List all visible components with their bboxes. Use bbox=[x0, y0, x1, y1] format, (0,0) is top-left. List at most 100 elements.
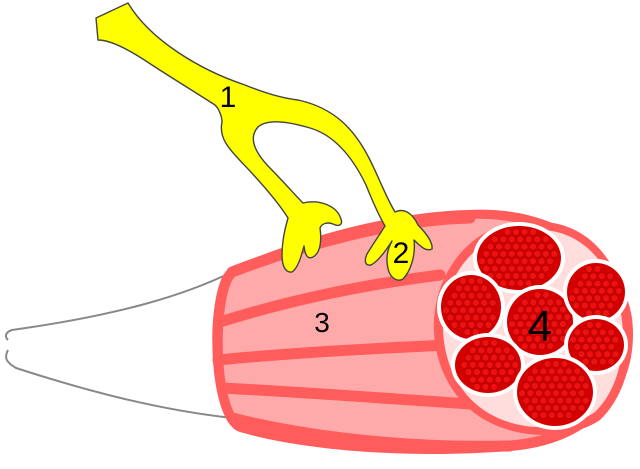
muscle-fiber bbox=[520, 272, 529, 280]
muscle-fiber bbox=[499, 235, 508, 244]
muscle-fiber bbox=[598, 343, 607, 351]
muscle-fiber bbox=[507, 235, 516, 244]
muscle-fiber bbox=[459, 277, 467, 285]
muscle-fiber bbox=[473, 353, 481, 362]
muscle-fiber bbox=[502, 361, 511, 369]
muscle-fiber bbox=[525, 320, 533, 329]
muscle-fiber bbox=[494, 375, 503, 384]
muscle-fiber bbox=[520, 298, 529, 307]
muscle-fiber bbox=[537, 298, 546, 307]
muscle-fiber bbox=[512, 313, 521, 321]
muscle-fiber bbox=[468, 375, 477, 384]
muscle-fiber bbox=[590, 357, 599, 366]
muscle-fiber bbox=[495, 272, 503, 280]
label-2: 2 bbox=[393, 237, 410, 270]
muscle-fiber bbox=[495, 257, 503, 266]
muscle-fiber bbox=[520, 228, 529, 236]
label-3: 3 bbox=[314, 307, 330, 338]
muscle-fiber bbox=[611, 335, 620, 344]
muscle-fiber bbox=[477, 375, 486, 384]
muscle-fiber bbox=[485, 361, 494, 369]
muscle-fiber bbox=[564, 382, 573, 390]
muscle-fiber bbox=[603, 350, 611, 359]
muscle-fiber bbox=[577, 350, 586, 359]
muscle-fiber bbox=[471, 313, 480, 322]
muscle-fiber bbox=[603, 335, 611, 344]
muscle-fiber bbox=[597, 301, 606, 310]
muscle-fiber bbox=[537, 342, 546, 351]
muscle-fiber bbox=[481, 383, 490, 391]
muscle-fiber bbox=[450, 306, 459, 315]
label-1: 1 bbox=[220, 81, 237, 114]
muscle-fiber bbox=[485, 346, 494, 355]
muscle-fiber bbox=[546, 313, 555, 321]
muscle-fiber bbox=[476, 277, 484, 285]
muscle-fiber bbox=[594, 321, 603, 329]
muscle-fiber bbox=[569, 389, 577, 398]
muscle-fiber bbox=[581, 343, 590, 351]
muscle-fiber bbox=[503, 228, 512, 236]
muscle-fiber bbox=[484, 321, 493, 329]
muscle-fiber bbox=[488, 299, 497, 307]
muscle-fiber bbox=[606, 272, 615, 281]
muscle-fiber bbox=[593, 279, 602, 288]
muscle-fiber bbox=[533, 250, 542, 258]
muscle-fiber bbox=[576, 279, 585, 288]
muscle-fiber bbox=[602, 294, 610, 303]
muscle-fiber bbox=[490, 353, 498, 362]
striation-5 bbox=[226, 412, 516, 452]
muscle-fiber bbox=[463, 299, 472, 307]
muscle-fiber bbox=[560, 389, 569, 398]
muscle-fiber bbox=[586, 335, 594, 344]
muscle-fiber bbox=[598, 328, 607, 337]
muscle-fiber bbox=[577, 404, 586, 412]
muscle-fiber bbox=[554, 298, 563, 307]
muscle-fiber bbox=[525, 335, 533, 343]
muscle-fiber bbox=[552, 389, 560, 398]
muscle-fiber bbox=[614, 287, 623, 295]
muscle-fiber bbox=[610, 279, 619, 288]
muscle-fiber bbox=[512, 242, 520, 251]
muscle-fiber bbox=[594, 335, 603, 344]
muscle-fiber bbox=[473, 383, 481, 391]
muscle-fiber bbox=[543, 404, 552, 412]
muscle-fiber bbox=[480, 284, 489, 293]
muscle-fiber bbox=[529, 313, 538, 321]
muscle-fiber bbox=[550, 320, 559, 329]
muscle-fiber bbox=[597, 287, 606, 295]
muscle-fiber bbox=[454, 284, 463, 293]
muscle-fiber bbox=[598, 357, 607, 366]
muscle-fiber bbox=[552, 360, 560, 368]
muscle-fiber bbox=[490, 339, 498, 347]
muscle-fiber bbox=[463, 284, 472, 293]
muscle-fiber bbox=[490, 250, 499, 258]
muscle-fiber bbox=[481, 339, 490, 347]
muscle-fiber bbox=[535, 389, 543, 398]
muscle-fiber bbox=[499, 279, 508, 288]
muscle-fiber bbox=[490, 383, 498, 391]
muscle-fiber bbox=[611, 350, 620, 359]
muscle-fiber bbox=[585, 294, 593, 303]
muscle-fiber bbox=[524, 250, 533, 258]
tendon bbox=[4, 271, 233, 419]
muscle-fiber bbox=[550, 335, 559, 343]
fascicles bbox=[437, 222, 629, 430]
muscle-fiber bbox=[606, 287, 615, 295]
muscle-fiber bbox=[597, 272, 606, 281]
muscle-fiber bbox=[577, 335, 586, 344]
muscle-fiber bbox=[477, 346, 486, 355]
muscle-fiber bbox=[476, 291, 484, 300]
muscle-fiber bbox=[471, 299, 480, 307]
muscle-fiber bbox=[464, 368, 473, 377]
muscle-fiber bbox=[467, 291, 476, 300]
muscle-fiber bbox=[467, 306, 476, 315]
muscle-fiber bbox=[568, 294, 576, 303]
muscle-fiber bbox=[530, 367, 539, 376]
muscle-fiber bbox=[511, 361, 520, 369]
muscle-fiber bbox=[543, 374, 552, 383]
muscle-fiber bbox=[446, 313, 455, 322]
muscle-fiber bbox=[554, 327, 563, 336]
muscle-fiber bbox=[520, 242, 529, 251]
muscle-fiber bbox=[498, 368, 507, 377]
muscle-fiber bbox=[529, 228, 537, 236]
